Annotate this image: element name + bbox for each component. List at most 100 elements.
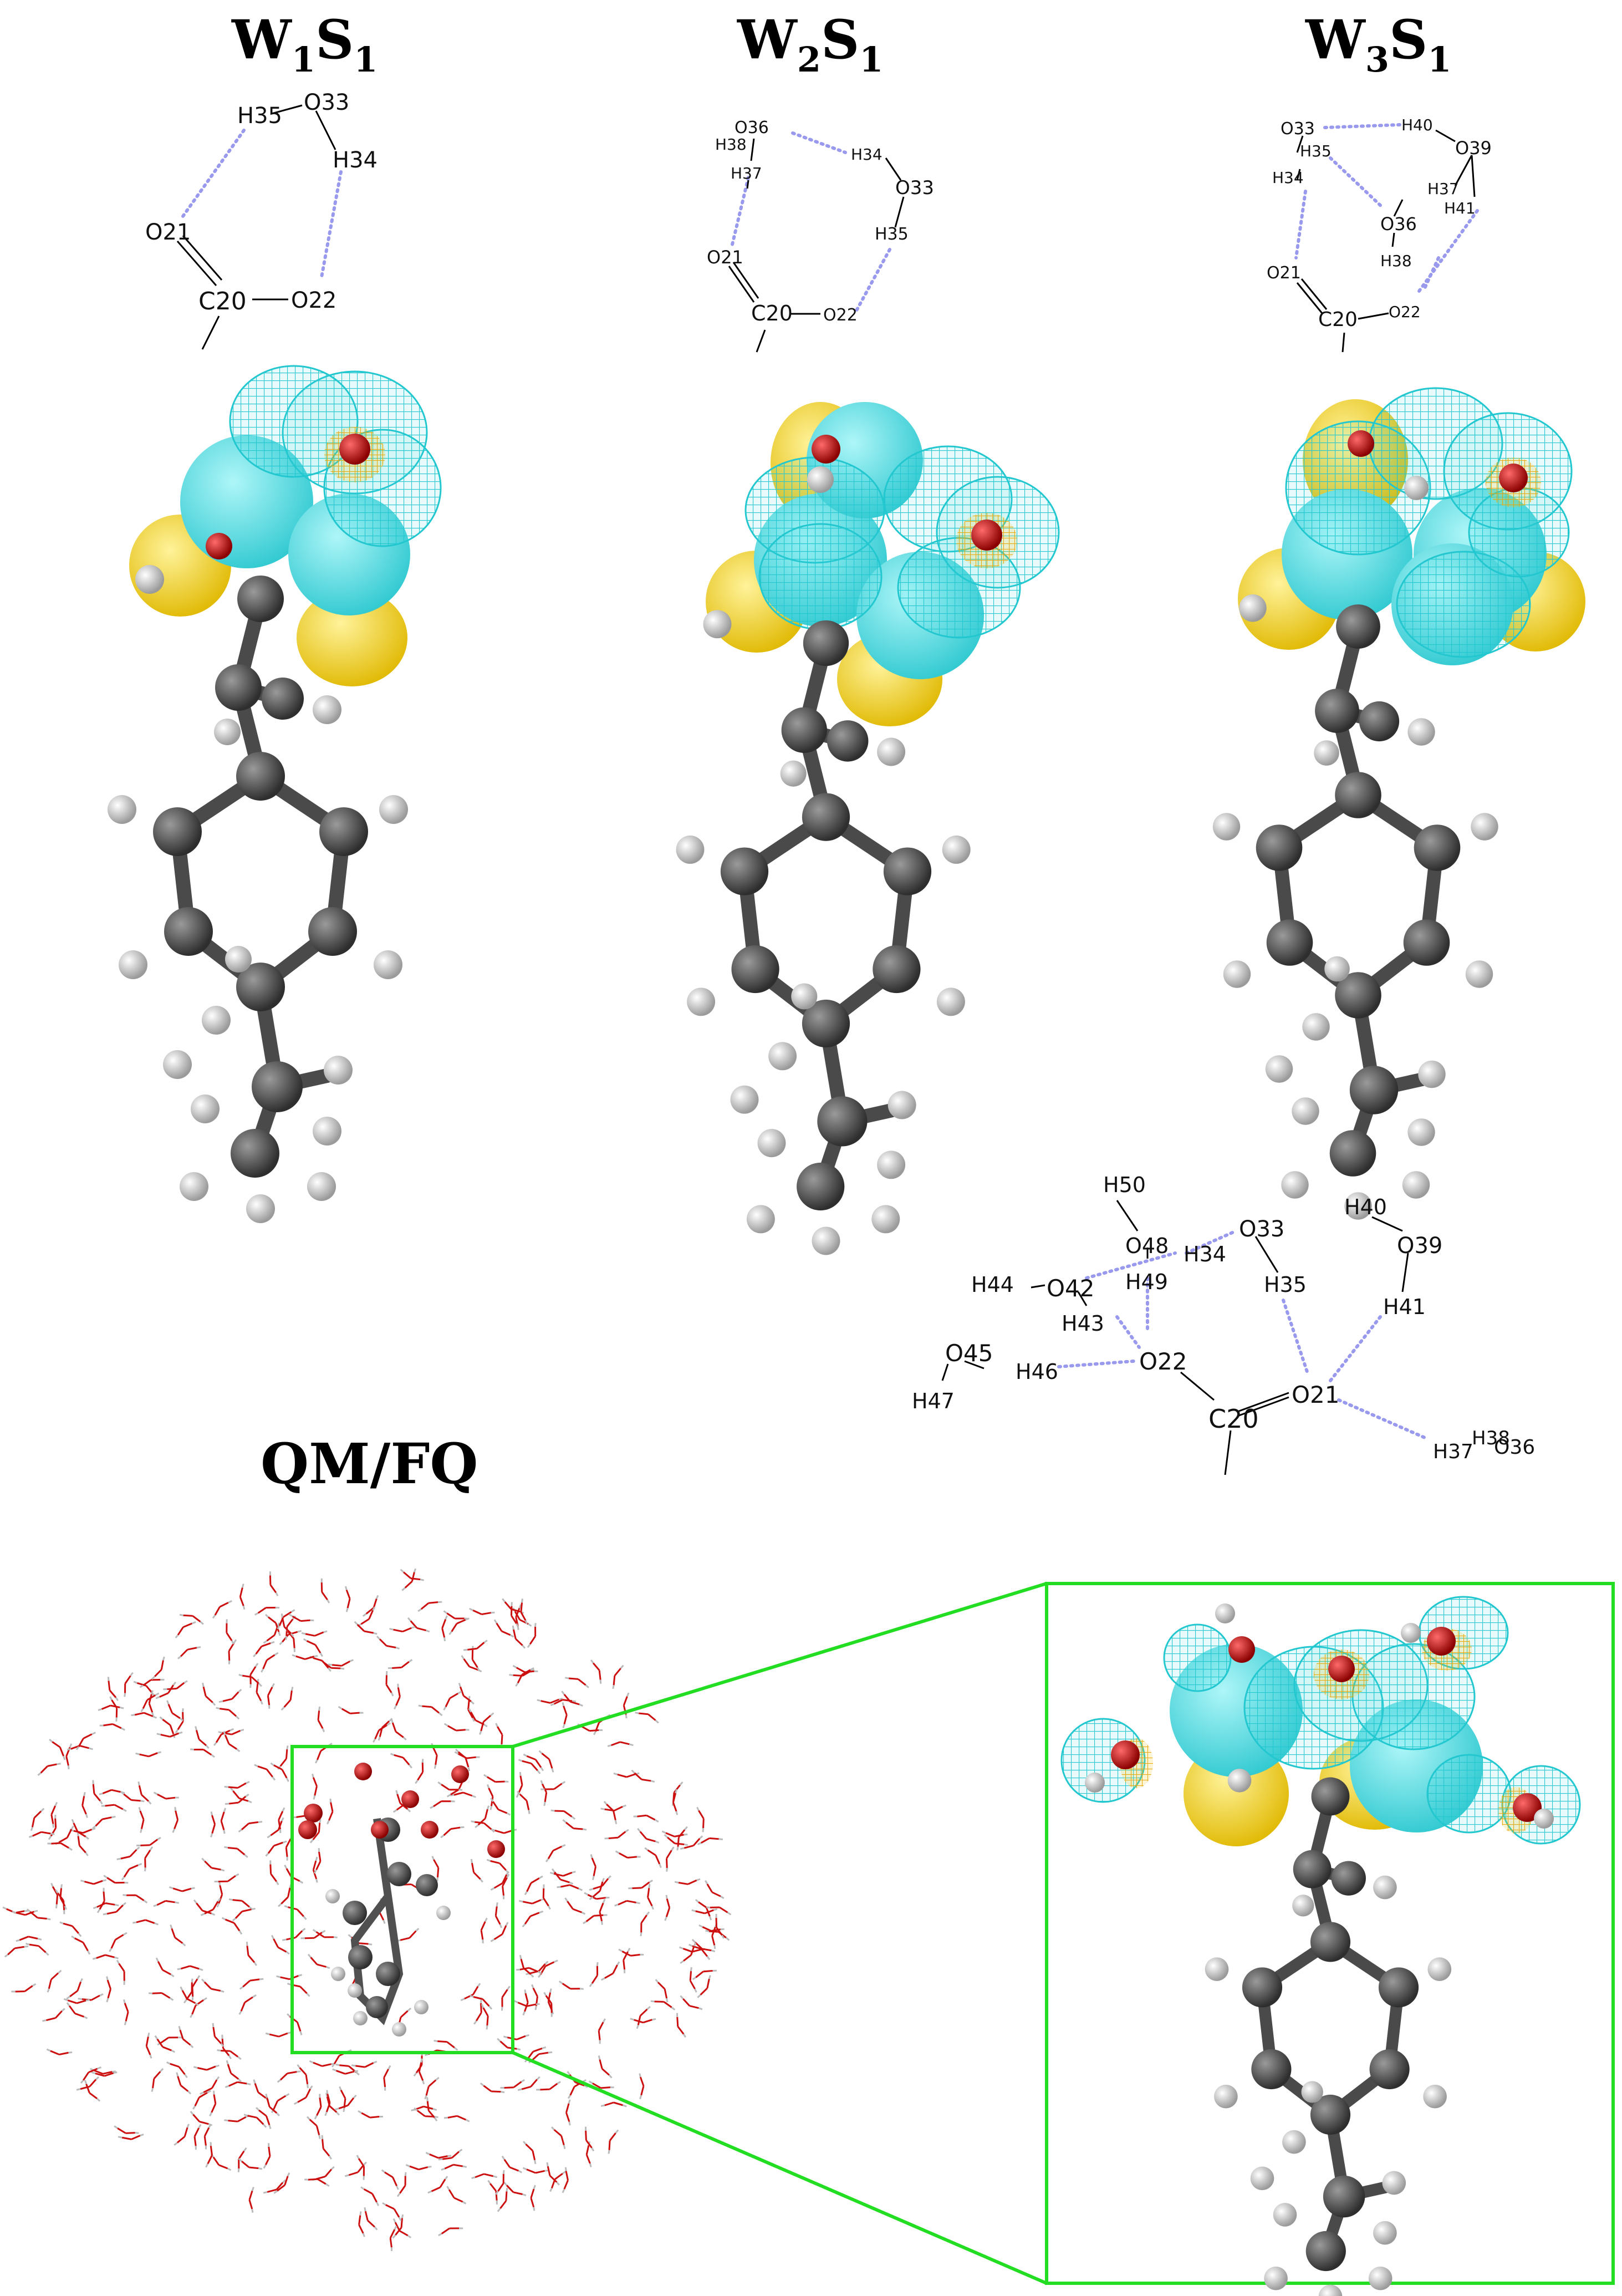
water-molecule: [516, 2140, 543, 2165]
water-molecule: [633, 1911, 657, 1937]
water-molecule: [165, 1923, 191, 1947]
water-molecule: [147, 1656, 169, 1681]
water-molecule: [463, 1858, 491, 1883]
svg-text:C20: C20: [1208, 1404, 1259, 1434]
water-molecule: [692, 1961, 718, 1989]
water-molecule: [91, 1945, 119, 1972]
water-molecule: [381, 2225, 407, 2252]
water-molecule: [238, 2152, 263, 2175]
svg-text:W1S1: W1S1: [231, 8, 378, 80]
water-molecule: [386, 1718, 412, 1741]
svg-text:C20: C20: [1318, 308, 1358, 331]
water-molecule: [192, 2053, 220, 2080]
water-molecule: [277, 1834, 303, 1862]
svg-text:O22: O22: [1139, 1348, 1187, 1375]
svg-text:H35: H35: [1264, 1272, 1307, 1297]
water-molecule: [633, 1806, 660, 1832]
water-molecule: [99, 1676, 127, 1702]
water-molecule: [65, 1977, 84, 2000]
water-molecule: [357, 2101, 384, 2126]
svg-text:H41: H41: [1383, 1295, 1426, 1319]
water-molecule: [108, 1931, 128, 1954]
water-molecule: [153, 1957, 177, 1978]
water-molecule: [107, 1959, 135, 1986]
water-molecule: [283, 1902, 307, 1923]
water-molecule: [560, 1689, 584, 1708]
water-molecule: [491, 2187, 514, 2213]
water-molecule: [545, 2126, 572, 2150]
water-molecule: [443, 2106, 471, 2133]
water-molecule: [41, 2002, 66, 2028]
water-molecule: [615, 1841, 642, 1867]
svg-text:H34: H34: [851, 145, 883, 164]
water-molecule: [578, 1853, 606, 1881]
water-molecule: [590, 1898, 617, 1926]
water-molecule: [268, 1934, 293, 1955]
water-molecule: [37, 1756, 62, 1783]
water-molecule: [470, 2003, 498, 2030]
water-molecule: [238, 1941, 266, 1967]
water-molecule: [679, 1942, 697, 1964]
water-molecule: [634, 1706, 660, 1729]
water-molecule: [147, 1984, 175, 2009]
water-molecule: [524, 1874, 544, 1897]
water-molecule: [604, 1820, 630, 1848]
water-molecule: [633, 2005, 654, 2030]
water-molecule: [69, 1935, 93, 1956]
svg-text:H43: H43: [1062, 1311, 1104, 1336]
water-molecule: [390, 2171, 414, 2198]
water-molecule: [190, 2108, 213, 2129]
water-molecule: [80, 2063, 102, 2088]
solvated-solute: [298, 1763, 505, 2037]
water-molecule: [221, 1917, 243, 1935]
water-molecule: [522, 1906, 544, 1932]
water-molecule: [223, 1841, 249, 1864]
water-molecule: [443, 1689, 463, 1713]
panel-title-w2s1: W2S1: [737, 8, 883, 80]
svg-text:O33: O33: [895, 177, 934, 199]
title-sub2: 1: [354, 39, 378, 80]
svg-text:O33: O33: [1239, 1216, 1284, 1242]
water-molecule: [582, 1659, 610, 1685]
water-molecule: [282, 2013, 308, 2036]
water-molecule: [59, 1920, 82, 1939]
water-molecule: [517, 2070, 541, 2097]
water-molecule: [176, 1956, 204, 1983]
water-molecule: [230, 2147, 254, 2173]
water-molecule: [333, 1585, 360, 1613]
water-molecule: [606, 1732, 634, 1759]
svg-text:W3S1: W3S1: [1305, 8, 1451, 80]
water-molecule: [168, 1874, 196, 1901]
water-molecule: [313, 2134, 340, 2160]
svg-text:O36: O36: [1494, 1436, 1535, 1459]
water-molecule: [259, 1682, 284, 1710]
svg-text:O48: O48: [1125, 1234, 1169, 1258]
water-molecule: [558, 1973, 585, 1997]
water-molecule: [238, 1813, 263, 1840]
svg-text:H37: H37: [1427, 180, 1459, 198]
water-molecule: [466, 1707, 490, 1728]
water-molecule: [410, 2096, 438, 2124]
water-molecule: [288, 1605, 315, 1630]
water-molecule: [177, 1640, 202, 1666]
water-molecule: [136, 2032, 164, 2059]
water-molecule: [121, 1887, 148, 1911]
svg-text:O36: O36: [735, 118, 769, 138]
water-molecule: [126, 1806, 154, 1834]
water-molecule: [261, 1859, 288, 1886]
water-molecule: [378, 2169, 402, 2191]
water-molecule: [652, 1894, 679, 1922]
water-molecule: [264, 2019, 292, 2046]
svg-text:H35: H35: [875, 225, 909, 244]
svg-text:O42: O42: [1047, 1275, 1095, 1302]
svg-text:H38: H38: [1472, 1427, 1510, 1449]
water-molecule: [468, 1597, 496, 1623]
svg-text:H40: H40: [1401, 116, 1433, 134]
water-molecule: [253, 1763, 276, 1782]
svg-text:H40: H40: [1344, 1195, 1387, 1219]
svg-text:H35: H35: [1300, 142, 1332, 160]
water-molecule: [389, 1751, 413, 1771]
water-molecule: [197, 1810, 225, 1839]
water-molecule: [45, 2038, 73, 2064]
water-molecule: [196, 2141, 221, 2168]
